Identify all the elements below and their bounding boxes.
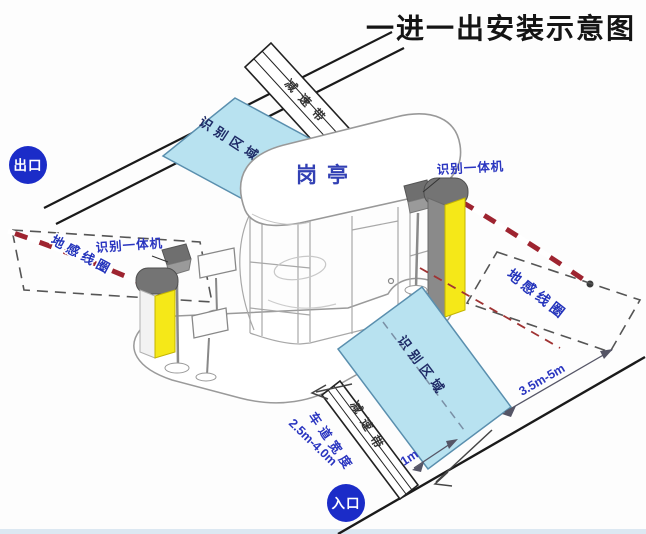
booth-roof: [239, 113, 462, 227]
island-platform: [133, 277, 454, 404]
pole-base: [195, 372, 217, 382]
lane-arrows: [310, 383, 493, 487]
dim-line-coil-offset: [504, 349, 613, 413]
badge-circle: [9, 146, 47, 184]
camera-label-exit: 识别一体机: [95, 235, 163, 255]
entrance-badge-label: 入口: [332, 496, 361, 511]
band-line: [261, 50, 350, 147]
ground-coil-box: [465, 251, 642, 353]
barrier-front: [444, 197, 466, 318]
signboard: [197, 247, 237, 279]
entry-barrier: [423, 177, 594, 318]
entry-lane-edge: [337, 355, 646, 534]
camera-pole: [175, 283, 180, 367]
exit-badge-label: 出口: [14, 157, 43, 173]
ground-coil-box: [11, 229, 213, 303]
barrier-arm-stripes: [7, 228, 150, 289]
roof-edge-line: [251, 213, 311, 225]
barrier-front: [154, 289, 176, 359]
pole-base: [164, 362, 190, 374]
arrowhead-icon: [412, 462, 424, 472]
door-handle: [387, 277, 395, 285]
barrier-cap: [135, 267, 179, 295]
band-line: [327, 389, 407, 495]
guard-booth: 岗亭: [239, 113, 462, 345]
recognition-zone: [336, 285, 513, 471]
label-pointer: [151, 255, 169, 263]
signboard: [191, 307, 229, 339]
lane-arrow-icon: [435, 429, 493, 483]
arrowhead-icon: [600, 349, 613, 359]
label-pointer: [422, 177, 441, 193]
signboard-pole: [215, 277, 218, 314]
lane-arrow-head: [310, 384, 329, 400]
signboard-pole: [206, 337, 210, 376]
exit-barrier: [7, 228, 179, 359]
band-line: [333, 385, 413, 491]
badge-circle: [327, 484, 365, 522]
coil-label-entry: 地感线圈: [504, 266, 571, 323]
entry-recognition-area: 识别区域: [336, 285, 513, 471]
camera-pole: [414, 212, 420, 289]
coil-label-exit: 地感线圈: [49, 232, 116, 277]
arm-projection-line: [419, 267, 561, 349]
arrowhead-icon: [502, 406, 516, 417]
exit-badge: 出口: [9, 146, 47, 184]
exit-ground-coil: [11, 229, 213, 303]
entry-camera-post: [403, 179, 432, 295]
signboards: [191, 247, 237, 382]
barrier-arm-stripes: [460, 199, 592, 287]
arrowhead-icon: [446, 439, 458, 449]
barrier-side: [139, 289, 156, 359]
diagram-title: 一进一出安装示意图: [366, 12, 636, 44]
lane-arrow-icon: [315, 383, 353, 393]
lane-arrow-head: [433, 471, 453, 487]
entrance-badge: 入口: [327, 484, 365, 522]
camera-label-entry: 识别一体机: [436, 158, 504, 177]
barrier-arm: [460, 199, 592, 287]
bottom-strip: [0, 529, 646, 534]
zone-centerline: [382, 321, 468, 435]
booth-label: 岗亭: [296, 163, 358, 187]
